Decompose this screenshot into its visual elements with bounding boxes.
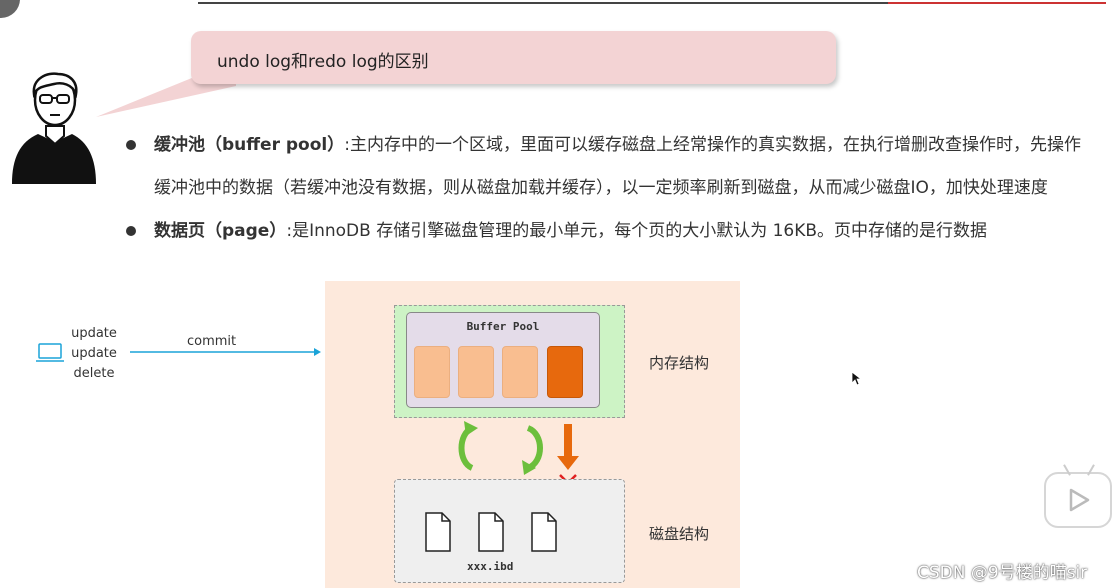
buffer-pool-label: Buffer Pool bbox=[407, 320, 599, 333]
avatar-icon bbox=[8, 68, 102, 186]
header-accent bbox=[888, 2, 1106, 4]
definition-buffer-pool: :主内存中的一个区域，里面可以缓存磁盘上经常操作的真实数据，在执行增删改查操作时… bbox=[344, 135, 1081, 155]
buffer-page bbox=[502, 346, 538, 398]
op-update-2: update bbox=[62, 344, 126, 364]
buffer-page bbox=[458, 346, 494, 398]
logo-mark bbox=[0, 0, 20, 18]
watermark: CSDN @9号楼的喵sir bbox=[917, 558, 1087, 583]
bullet-dot bbox=[126, 140, 136, 150]
dirty-page bbox=[547, 346, 583, 398]
play-icon bbox=[1068, 488, 1090, 512]
sync-arrow-icon bbox=[518, 420, 558, 476]
flush-arrow-icon bbox=[556, 424, 580, 474]
memory-structure-label: 内存结构 bbox=[649, 352, 709, 373]
term-page: 数据页（page） bbox=[154, 221, 286, 241]
bullet-item-buffer-pool: 缓冲池（buffer pool）:主内存中的一个区域，里面可以缓存磁盘上经常操作… bbox=[124, 124, 1114, 167]
buffer-page bbox=[414, 346, 450, 398]
commit-arrow bbox=[130, 345, 322, 359]
disk-structure-label: 磁盘结构 bbox=[649, 523, 709, 544]
operations-list: update update delete bbox=[62, 324, 126, 384]
file-icon bbox=[477, 511, 505, 553]
sync-arrow-icon bbox=[450, 420, 490, 476]
op-update-1: update bbox=[62, 324, 126, 344]
bullet-item-buffer-pool-cont: 缓冲池中的数据（若缓冲池没有数据，则从磁盘加载并缓存），以一定频率刷新到磁盘，从… bbox=[124, 167, 1114, 210]
header-divider bbox=[198, 2, 888, 4]
definition-buffer-pool-cont: 缓冲池中的数据（若缓冲池没有数据，则从磁盘加载并缓存），以一定频率刷新到磁盘，从… bbox=[154, 178, 1048, 198]
bullet-list: 缓冲池（buffer pool）:主内存中的一个区域，里面可以缓存磁盘上经常操作… bbox=[124, 124, 1114, 253]
definition-page: :是InnoDB 存储引擎磁盘管理的最小单元，每个页的大小默认为 16KB。页中… bbox=[286, 221, 987, 241]
term-buffer-pool: 缓冲池（buffer pool） bbox=[154, 135, 344, 155]
slide-title: undo log和redo log的区别 bbox=[217, 47, 429, 72]
play-button-ear bbox=[1087, 464, 1095, 475]
bullet-item-page: 数据页（page）:是InnoDB 存储引擎磁盘管理的最小单元，每个页的大小默认… bbox=[124, 210, 1114, 253]
op-delete: delete bbox=[62, 364, 126, 384]
play-button-ear bbox=[1063, 464, 1071, 475]
play-button[interactable] bbox=[1044, 472, 1112, 528]
disk-file-label: xxx.ibd bbox=[467, 560, 513, 573]
speech-bubble: undo log和redo log的区别 bbox=[191, 31, 836, 84]
file-icon bbox=[530, 511, 558, 553]
file-icon bbox=[424, 511, 452, 553]
cursor-icon bbox=[851, 371, 863, 387]
bullet-dot bbox=[126, 226, 136, 236]
laptop-icon bbox=[36, 343, 64, 363]
